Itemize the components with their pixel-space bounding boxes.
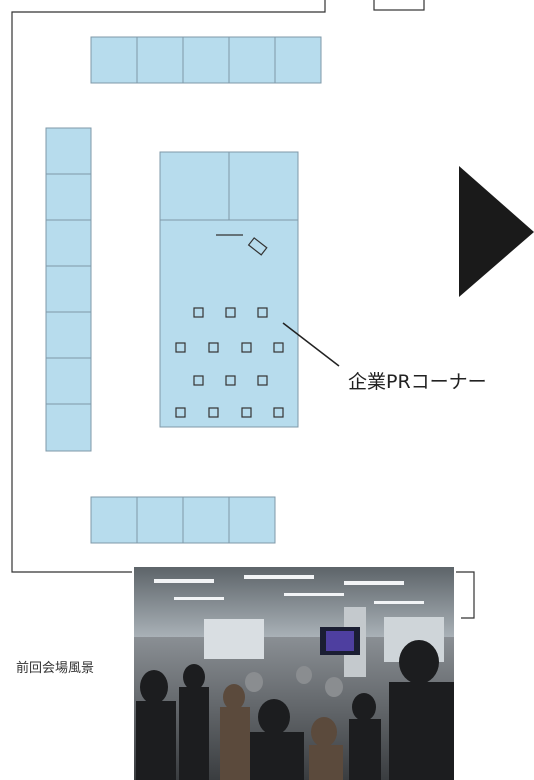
pr-booth-right [228,151,299,221]
entrance-door [373,0,425,11]
seat [208,407,219,418]
booth [90,496,138,544]
pr-corner-area [159,151,299,428]
hall-wall-right [456,571,475,619]
booth [136,496,184,544]
booth [90,36,138,84]
booth [228,36,276,84]
seat [241,342,252,353]
booth [45,311,92,359]
seat [225,375,236,386]
right-triangle-icon [459,166,534,297]
booth [228,496,276,544]
seat [257,307,268,318]
booth [274,36,322,84]
booth [182,496,230,544]
seat [273,342,284,353]
photo-caption: 前回会場風景 [16,661,95,676]
seat [175,342,186,353]
booth [45,219,92,267]
booth [45,173,92,221]
pr-booth-left [159,151,230,221]
presentation-screen [247,237,268,256]
booth [45,265,92,313]
seat [175,407,186,418]
pr-corner-leader-line [282,322,340,367]
seat [241,407,252,418]
seat [208,342,219,353]
hall-wall-left [11,0,326,573]
booth-row-bottom [90,496,276,544]
booth [136,36,184,84]
pr-corner-floor [159,219,299,428]
pr-corner-label: 企業PRコーナー [348,371,487,393]
venue-photo [134,567,454,780]
booth [182,36,230,84]
seat [193,307,204,318]
booth [45,403,92,452]
booth [45,127,92,175]
booth-row-top [90,36,322,84]
booth [45,357,92,405]
seat [193,375,204,386]
seat [225,307,236,318]
seat [257,375,268,386]
audience-seats [175,307,284,418]
seat [273,407,284,418]
booth-column-left [45,127,92,452]
